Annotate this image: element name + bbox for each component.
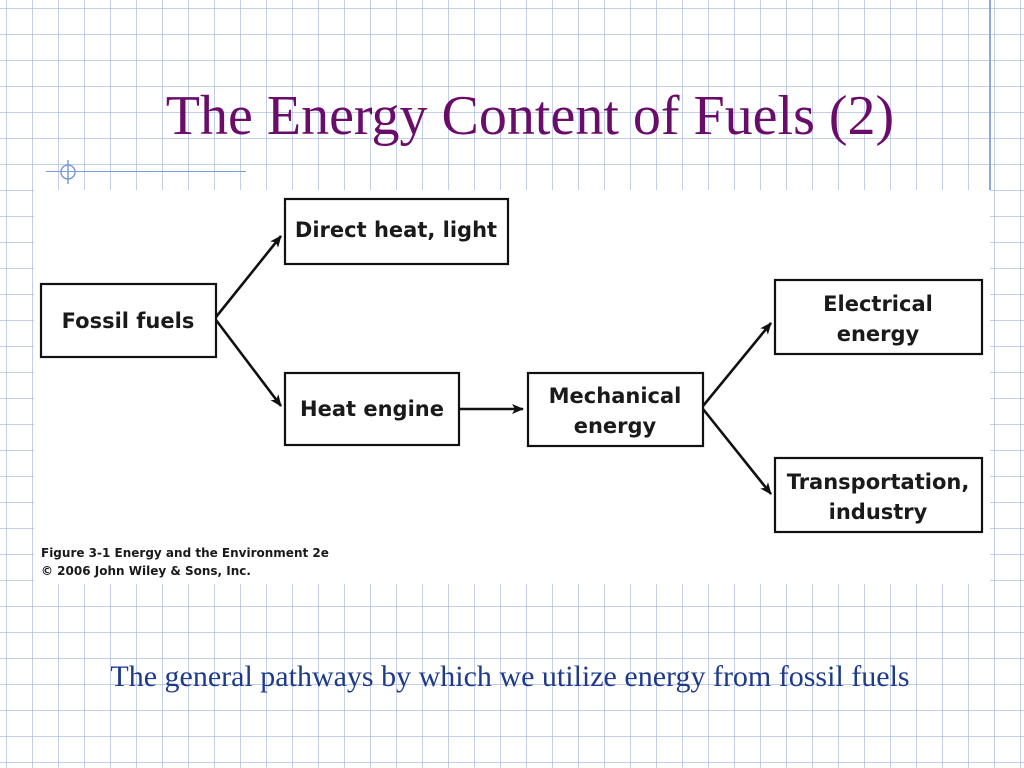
edge-mechanical-to-electrical [701, 322, 773, 407]
node-heat-engine: Heat engine [283, 371, 461, 447]
node-fossil-fuels: Fossil fuels [39, 282, 218, 359]
node-electrical-energy: Electrical energy [773, 278, 984, 356]
node-transportation-industry-line-2: industry [829, 500, 928, 524]
energy-pathway-diagram: Fossil fuels Direct heat, light Heat eng… [39, 197, 984, 534]
edge-fossil-to-heat-engine [214, 319, 283, 407]
node-direct-heat-light-label: Direct heat, light [295, 218, 497, 242]
node-electrical-energy-line-2: energy [837, 322, 920, 346]
node-mechanical-energy: Mechanical energy [526, 371, 705, 448]
node-direct-heat-light: Direct heat, light [283, 197, 510, 266]
title-ornament-icon [60, 160, 76, 184]
edge-fossil-to-direct-heat [214, 235, 283, 318]
slide-title: The Energy Content of Fuels (2) [165, 85, 895, 147]
node-transportation-industry: Transportation, industry [773, 456, 984, 534]
slide-subtitle: The general pathways by which we utilize… [110, 660, 910, 693]
node-electrical-energy-line-1: Electrical [823, 292, 933, 316]
node-mechanical-energy-line-1: Mechanical [549, 384, 682, 408]
figure-panel: Fossil fuels Direct heat, light Heat eng… [34, 190, 990, 584]
title-underline [46, 171, 246, 172]
node-fossil-fuels-label: Fossil fuels [62, 309, 195, 333]
figure-caption-line-1: Figure 3-1 Energy and the Environment 2e [41, 546, 329, 560]
node-heat-engine-label: Heat engine [300, 397, 444, 421]
right-accent-rule [989, 0, 991, 190]
node-transportation-industry-line-1: Transportation, [787, 470, 970, 494]
node-mechanical-energy-line-2: energy [574, 414, 657, 438]
edge-mechanical-to-transportation [701, 408, 773, 495]
figure-caption-line-2: © 2006 John Wiley & Sons, Inc. [41, 564, 251, 578]
